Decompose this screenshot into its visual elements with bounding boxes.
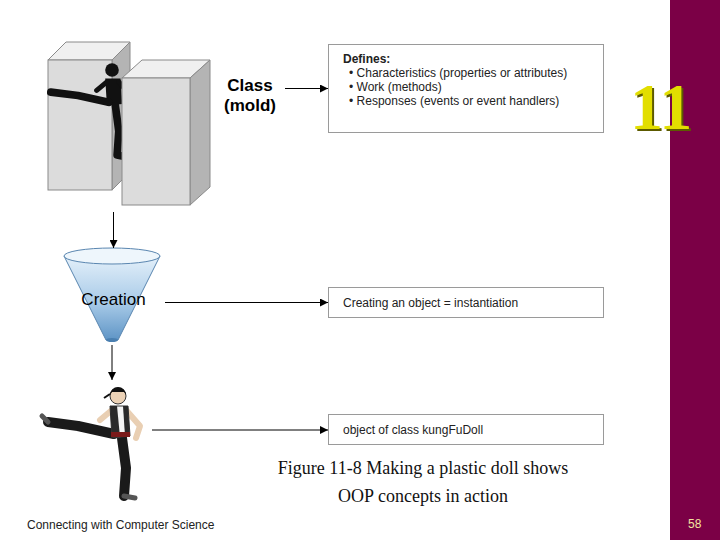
page-number: 58 xyxy=(688,518,716,531)
figure-caption: Figure 11-8 Making a plastic doll shows … xyxy=(273,454,573,510)
bullet-item: • Responses (events or event handlers) xyxy=(349,94,593,108)
kungfu-doll xyxy=(42,387,140,498)
box-heading: Defines: xyxy=(343,52,593,66)
box-text: object of class kungFuDoll xyxy=(343,423,483,437)
mold-slab xyxy=(48,42,130,190)
definition-box: Defines:• Characteristics (properties or… xyxy=(328,44,604,133)
funnel-label: Creation xyxy=(62,290,165,310)
box-text: Creating an object = instantiation xyxy=(343,296,518,310)
leader-arrow xyxy=(152,430,328,431)
doll-silhouette xyxy=(51,63,131,157)
bullet-item: • Work (methods) xyxy=(349,80,593,94)
class-mold: Class (mold) xyxy=(45,38,285,212)
class-heading: Class (mold) xyxy=(208,76,292,116)
mold-slab xyxy=(122,60,210,205)
footer-text: Connecting with Computer Science xyxy=(27,519,327,532)
connector-arrow xyxy=(113,212,114,248)
bullet-item: • Characteristics (properties or attribu… xyxy=(349,66,572,80)
flow-arrow xyxy=(112,345,113,380)
connector-arrow xyxy=(165,302,328,303)
creation-funnel: Creation xyxy=(62,248,165,345)
instantiation-box: Creating an object = instantiation xyxy=(328,287,604,318)
object-box: object of class kungFuDoll xyxy=(328,414,604,445)
chapter-number: 11 xyxy=(630,70,700,143)
connector-arrow xyxy=(285,88,328,89)
